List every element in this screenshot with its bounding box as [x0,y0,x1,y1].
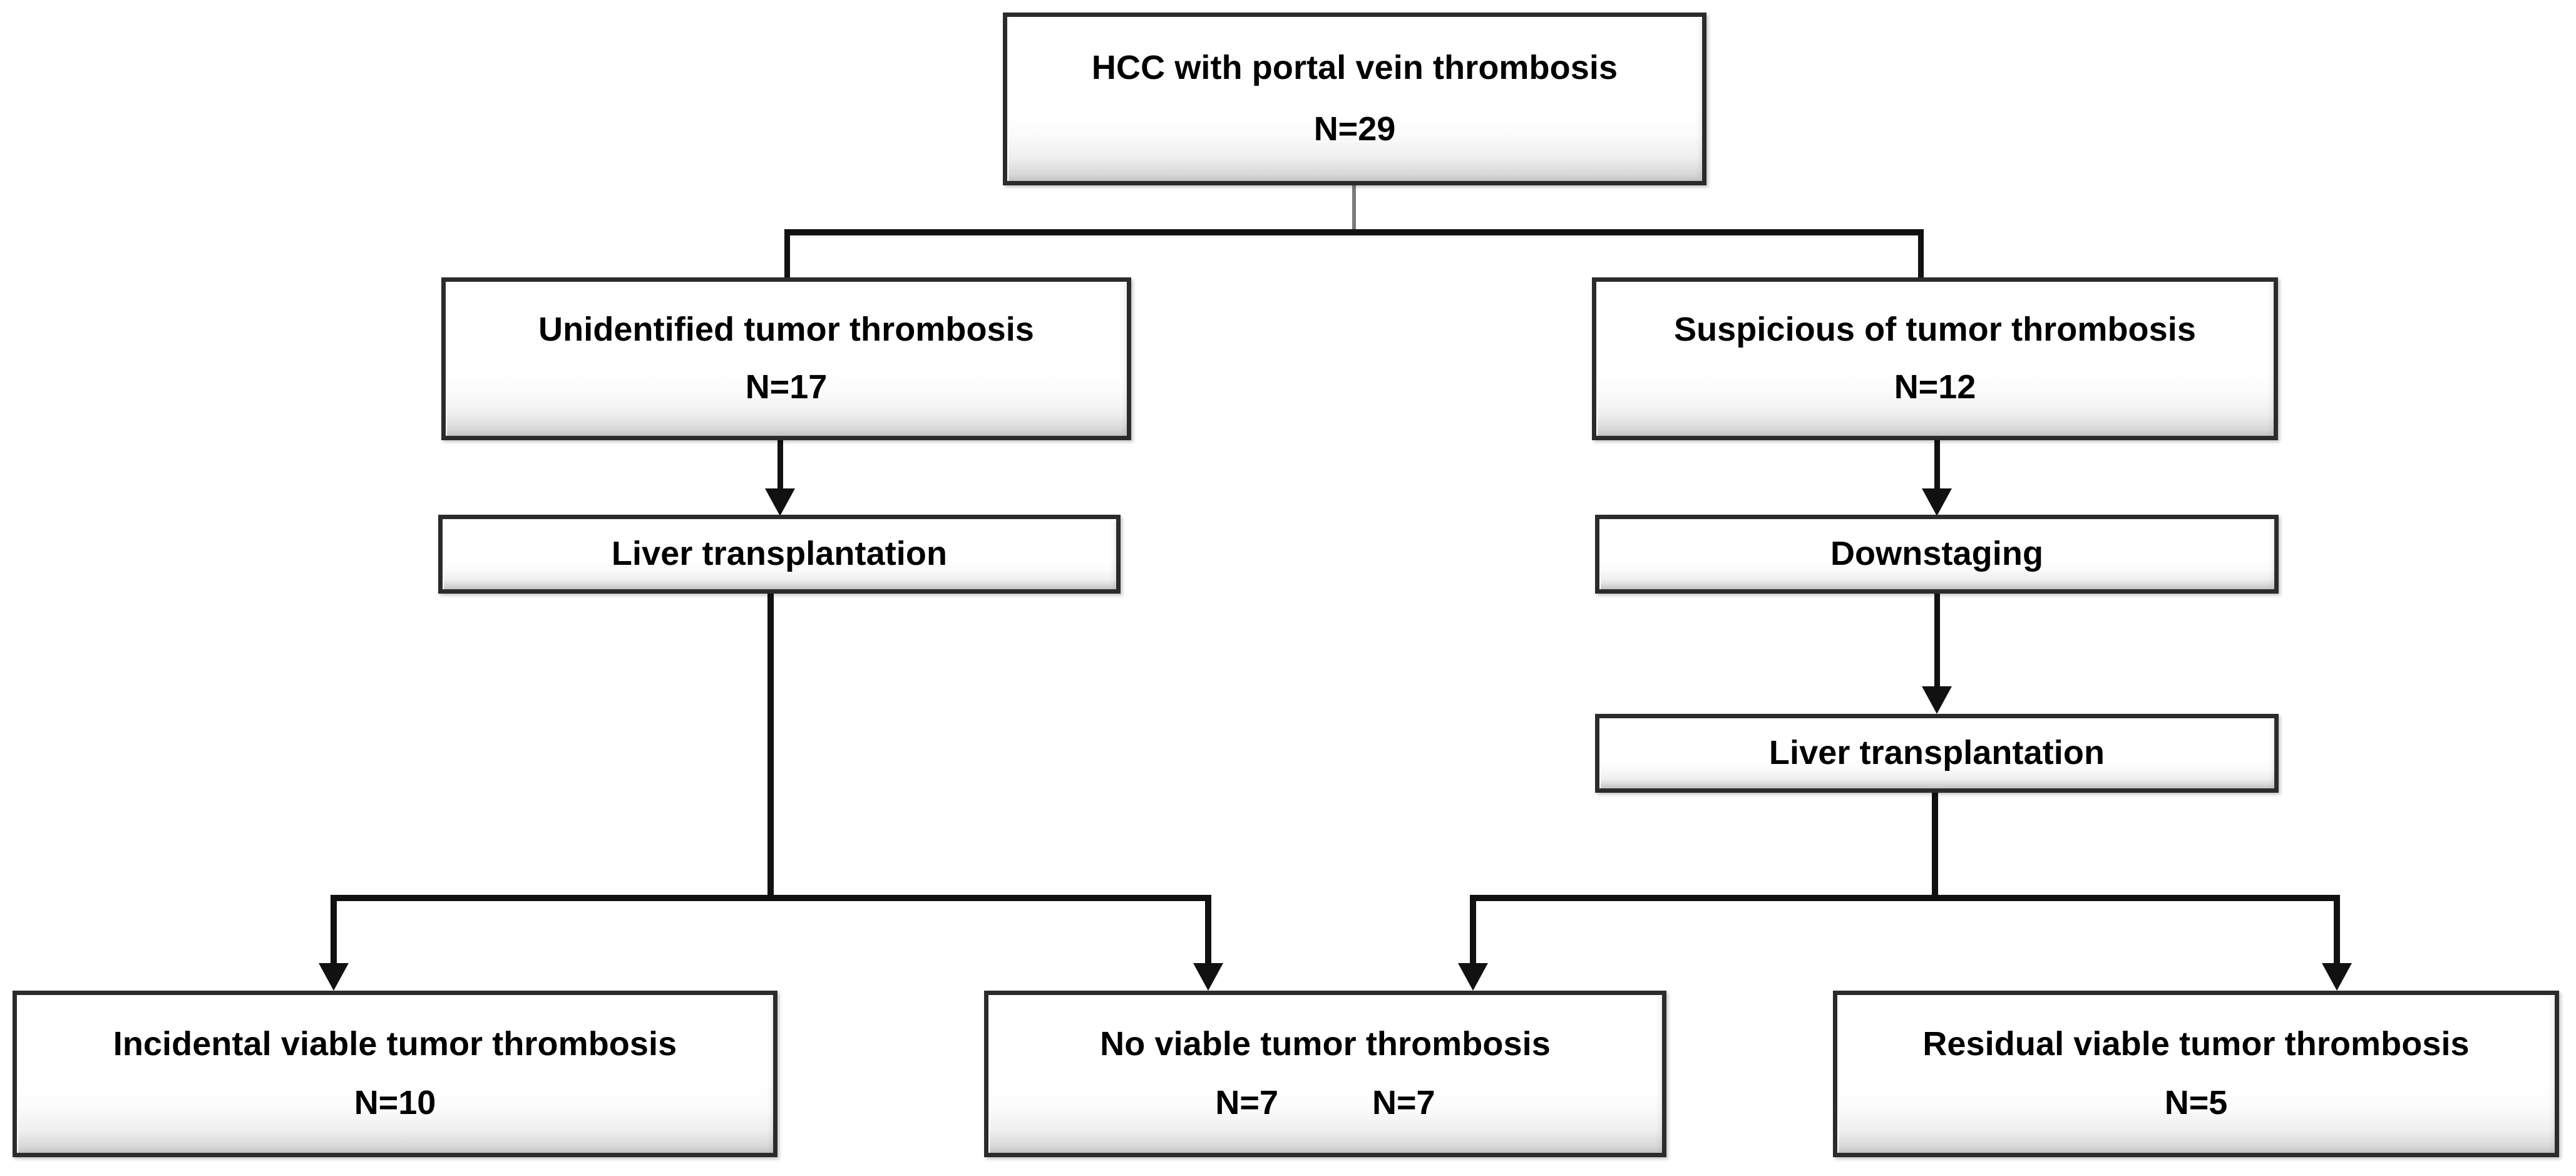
node-left-branch-label: Unidentified tumor thrombosis [538,311,1034,349]
node-root: HCC with portal vein thrombosis N=29 [1003,13,1706,185]
connector-to-outcome-incidental [331,895,337,967]
connector-right-to-outcome-no-viable [1470,895,1476,967]
node-root-count: N=29 [1313,110,1396,148]
node-left-liver-transplantation: Liver transplantation [438,515,1121,594]
node-suspicious-tumor-thrombosis: Suspicious of tumor thrombosis N=12 [1592,277,2278,440]
connector-root-split-bar [784,229,1924,235]
connector-downstaging-to-transplant [1934,594,1940,688]
node-no-viable-tumor-thrombosis: No viable tumor thrombosis N=7 N=7 [984,991,1666,1157]
node-no-viable-label: No viable tumor thrombosis [1100,1025,1551,1063]
arrowhead-outcome-incidental [319,963,349,991]
arrowhead-right-transplant [1922,686,1952,714]
arrowhead-no-viable-left [1193,963,1223,991]
node-unidentified-tumor-thrombosis: Unidentified tumor thrombosis N=17 [441,277,1131,440]
node-right-branch-label: Suspicious of tumor thrombosis [1673,311,2197,349]
node-no-viable-count-right: N=7 [1372,1084,1435,1122]
connector-root-to-left [784,229,790,279]
node-right-transplant-label: Liver transplantation [1768,734,2105,772]
arrowhead-left-transplant [765,488,795,516]
arrowhead-outcome-residual [2322,963,2352,991]
connector-to-outcome-residual [2334,895,2340,967]
node-no-viable-counts: N=7 N=7 [988,1083,1662,1123]
node-incidental-label: Incidental viable tumor thrombosis [113,1025,677,1063]
connector-right-lower-split-bar [1470,895,2340,901]
node-right-liver-transplantation: Liver transplantation [1595,714,2279,793]
node-no-viable-count-left: N=7 [1215,1084,1278,1122]
connector-root-stem [1352,185,1356,233]
arrowhead-no-viable-right [1458,963,1488,991]
connector-left-to-outcome-no-viable [1205,895,1211,967]
connector-right-branch-to-downstaging [1934,440,1940,492]
node-left-branch-count: N=17 [745,368,828,406]
node-root-label: HCC with portal vein thrombosis [1091,49,1618,87]
node-incidental-viable-tumor-thrombosis: Incidental viable tumor thrombosis N=10 [13,991,777,1157]
connector-left-lower-split-bar [331,895,1211,901]
node-incidental-count: N=10 [354,1084,436,1122]
connector-root-to-right [1918,229,1924,279]
arrowhead-downstaging [1922,488,1952,516]
node-left-transplant-label: Liver transplantation [611,535,948,573]
node-downstaging-label: Downstaging [1830,535,2044,573]
node-downstaging: Downstaging [1595,515,2279,594]
connector-left-branch-to-transplant [777,440,783,492]
node-residual-viable-tumor-thrombosis: Residual viable tumor thrombosis N=5 [1833,991,2559,1157]
node-residual-count: N=5 [2164,1084,2228,1122]
node-right-branch-count: N=12 [1894,368,1976,406]
connector-right-transplant-stem [1932,793,1938,900]
node-residual-label: Residual viable tumor thrombosis [1922,1025,2470,1063]
connector-left-transplant-stem [767,594,774,900]
